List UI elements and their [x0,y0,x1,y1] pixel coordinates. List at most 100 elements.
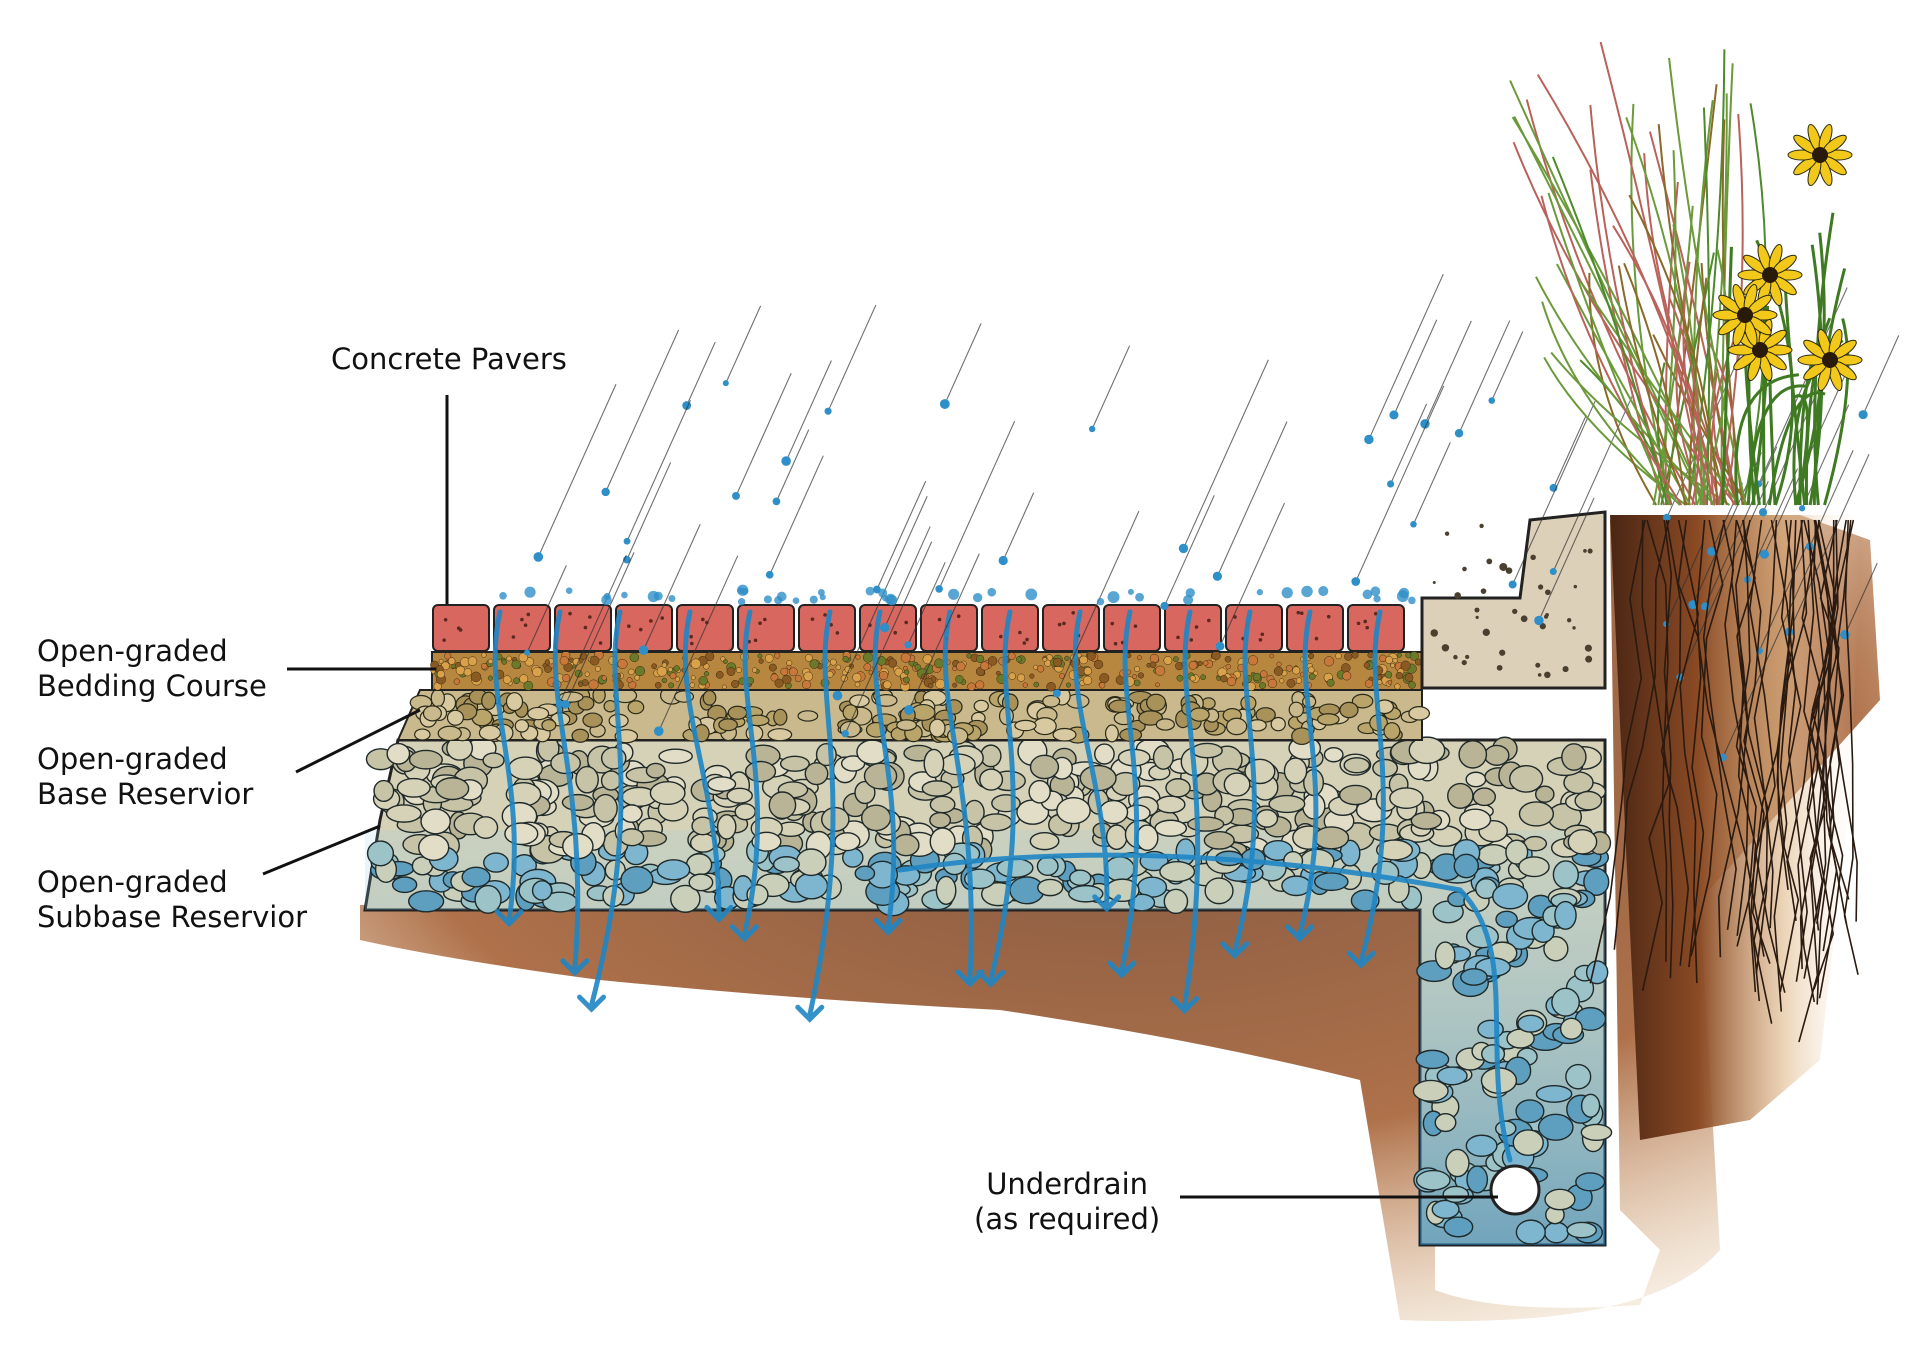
root-strand [1663,519,1674,979]
bedding-grain [966,653,972,659]
paver-speck [1365,625,1369,630]
root-strand [1589,519,1646,984]
bedding-grain [668,682,675,689]
bedding-grain [1189,675,1196,682]
bedding-grain [1132,674,1137,679]
bedding-grain [1405,652,1412,659]
curb-speck [1482,628,1490,636]
subbase-stone [1465,1134,1498,1157]
bedding-grain [1259,682,1267,689]
rain-streak [1390,403,1428,485]
curb-speck [1572,626,1576,630]
bedding-grain [1007,652,1016,660]
subbase-stone [935,875,957,905]
rain-streak [735,372,792,497]
bedding-grain [1017,673,1026,682]
bedding-grain [1022,682,1028,688]
paver-speck [904,620,909,625]
subbase-stone [1580,1123,1613,1142]
bedding-grain [544,659,550,665]
paver-speck [1133,624,1138,628]
bedding-grain [758,658,764,664]
flow-path [589,609,624,1008]
rain-streak [1182,359,1269,549]
bedding-grain [467,656,478,666]
subbase-stone [996,857,1034,879]
flow-arrow [560,958,590,977]
bedding-grain [1046,681,1056,692]
paver-speck [588,615,592,619]
bedding-grain [1188,660,1198,670]
subbase-stone [1552,860,1579,889]
rain-streak [1512,401,1596,585]
surface-water-drop [819,594,826,601]
subbase-stone [707,776,737,792]
paver-speck [1299,611,1304,615]
base-stone [437,725,462,742]
bedding-grain [1385,656,1394,664]
bedding-grain [1295,677,1303,684]
paver-speck [1363,619,1368,624]
subbase-stone [1583,867,1610,897]
bedding-grain [1029,673,1035,679]
subbase-stone [1434,1112,1457,1133]
subbase-stone [1517,1014,1545,1033]
rain-streak [876,480,927,590]
subbase-stone [1495,910,1518,929]
bedding-grain [1015,656,1022,663]
subbase-stone [772,856,800,873]
bedding-grain [1033,681,1040,688]
rain-drop [1549,568,1557,576]
root-strand [1748,519,1786,993]
flower-stem [1721,246,1733,506]
paver-speck [893,630,898,635]
bedding-grain [715,670,724,679]
rain-drop [1759,549,1770,559]
rain-drop [904,705,914,715]
paver-speck [520,617,524,622]
rain-drop [1178,543,1189,554]
curb-speckles [1430,523,1593,679]
flow-path [1232,609,1257,955]
subbase-stone [726,787,753,804]
subbase-stone [1313,826,1350,850]
bedding-grain [487,658,494,665]
curb-speck [1535,662,1541,668]
subbase-stone [531,880,553,901]
bedding-grain [1133,679,1141,687]
bedding-grain [589,655,600,666]
surface-water-drop [878,588,888,598]
subbase-stone [1543,1221,1570,1244]
paver-speck [753,638,758,643]
subbase-stone [1068,869,1092,887]
surface-water-drop [987,587,997,597]
rain-drop [1798,505,1806,512]
bedding-grain [667,666,673,673]
paver-speck [1326,614,1331,619]
bedding-grain [502,675,512,684]
rain-streak [565,552,635,705]
base-stone [514,719,530,733]
surface-water-drop [741,587,749,595]
bedding-grain [629,652,640,663]
bedding-grain [1076,652,1082,658]
subbase-stone [1508,765,1544,793]
paver-speck [999,634,1003,639]
grass-blade [1672,224,1703,506]
surface-water-drop [647,590,660,603]
rain-streak [1491,331,1524,401]
rain-drop [1160,601,1169,611]
subbase-stone [1551,987,1580,1017]
subbase-stone [991,794,1021,813]
surface-water-drop [1362,589,1373,600]
subbase-stone [1204,877,1234,905]
subbase-stone [1135,824,1159,852]
subbase-stone [1036,856,1059,876]
subbase-stone [804,762,829,786]
root-strand [1814,519,1858,922]
flow-path [682,609,722,918]
subbase-stone [1105,824,1128,851]
rain-drop [1364,434,1374,445]
surface-water-drop [886,594,898,606]
bedding-grain [617,658,628,669]
